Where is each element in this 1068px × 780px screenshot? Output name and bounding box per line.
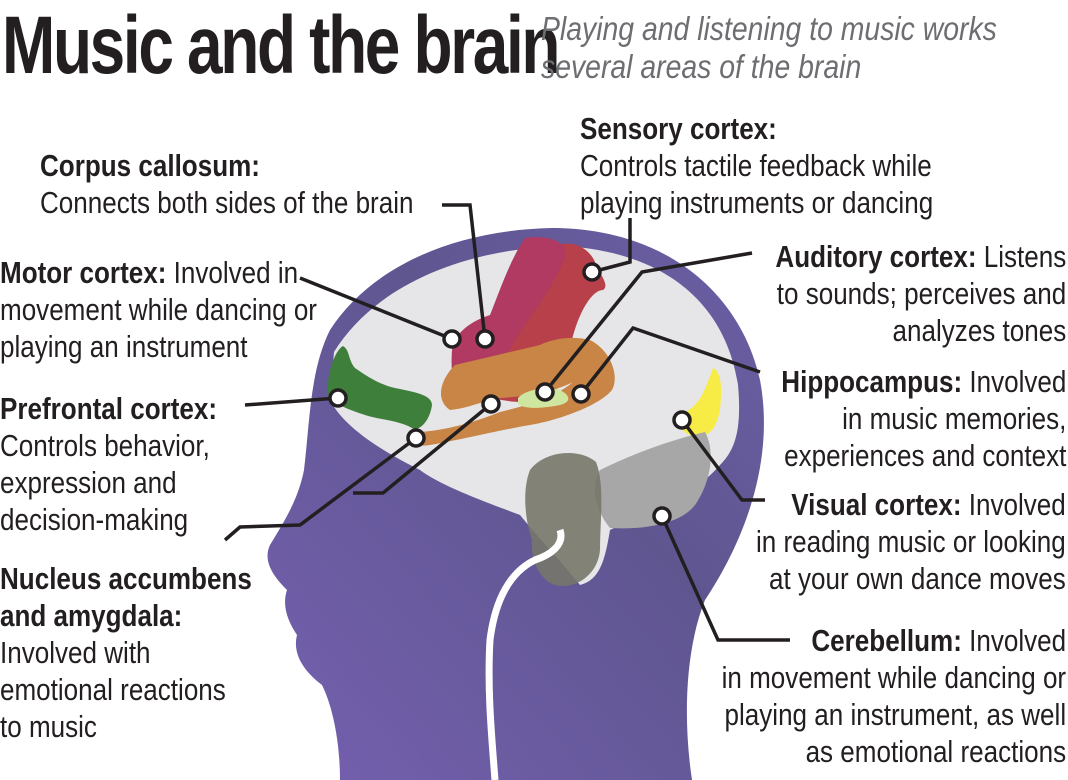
label-visual-cortex: Visual cortex: Involved in reading music…	[756, 486, 1066, 597]
label-title: and amygdala:	[0, 598, 183, 633]
label-text: playing an instrument	[0, 329, 248, 364]
label-motor-cortex: Motor cortex: Involved in movement while…	[0, 254, 317, 365]
label-text: Listens	[976, 239, 1066, 274]
label-text: Involved in	[166, 255, 299, 290]
label-text: playing instruments or dancing	[580, 185, 934, 220]
label-text: Connects both sides of the brain	[40, 185, 414, 220]
earphone-cable	[485, 528, 565, 780]
label-text: to sounds; perceives and	[776, 276, 1066, 311]
label-text: movement while dancing or	[0, 292, 317, 327]
label-hippocampus: Hippocampus: Involved in music memories,…	[781, 363, 1066, 474]
label-corpus-callosum: Corpus callosum: Connects both sides of …	[40, 147, 413, 221]
label-text: Controls tactile feedback while	[580, 148, 932, 183]
label-title: Nucleus accumbens	[0, 561, 252, 596]
subtitle: Playing and listening to music works sev…	[541, 10, 997, 86]
label-title: Hippocampus:	[780, 364, 962, 399]
label-text: expression and	[0, 465, 177, 500]
label-text: to music	[0, 709, 97, 744]
cerebellum-region	[594, 432, 711, 529]
region-markers	[328, 262, 692, 526]
label-text: playing an instrument, as well	[724, 697, 1066, 732]
label-text: in movement while dancing or	[721, 660, 1066, 695]
label-prefrontal-cortex: Prefrontal cortex: Controls behavior, ex…	[0, 390, 217, 538]
label-title: Corpus callosum:	[40, 148, 260, 183]
label-text: Involved	[961, 623, 1066, 658]
prefrontal-cortex-region	[327, 346, 432, 429]
label-nucleus-accumbens: Nucleus accumbens and amygdala: Involved…	[0, 560, 252, 745]
label-text: emotional reactions	[0, 672, 226, 707]
label-sensory-cortex: Sensory cortex: Controls tactile feedbac…	[580, 110, 933, 221]
label-text: decision-making	[0, 502, 189, 537]
subtitle-line: Playing and listening to music works	[541, 10, 997, 47]
label-title: Motor cortex:	[0, 255, 167, 290]
label-text: in reading music or looking	[756, 524, 1066, 559]
label-title: Prefrontal cortex:	[0, 391, 218, 426]
label-auditory-cortex: Auditory cortex: Listens to sounds; perc…	[775, 238, 1066, 349]
page-title: Music and the brain	[2, 0, 560, 91]
label-text: experiences and context	[783, 438, 1066, 473]
label-title: Sensory cortex:	[580, 111, 777, 146]
label-text: analyzes tones	[892, 313, 1066, 348]
label-text: Controls behavior,	[0, 428, 210, 463]
label-text: as emotional reactions	[805, 734, 1066, 769]
label-text: Involved	[961, 487, 1066, 522]
label-text: at your own dance moves	[769, 561, 1066, 596]
subtitle-line: several areas of the brain	[541, 48, 862, 85]
label-text: in music memories,	[841, 401, 1066, 436]
label-title: Auditory cortex:	[775, 239, 977, 274]
label-title: Visual cortex:	[791, 487, 962, 522]
label-cerebellum: Cerebellum: Involved in movement while d…	[722, 622, 1066, 770]
limbic-system-region	[411, 337, 615, 446]
label-text: Involved with	[0, 635, 151, 670]
label-title: Cerebellum:	[811, 623, 962, 658]
leader-lines	[223, 203, 790, 642]
label-text: Involved	[961, 364, 1066, 399]
brainstem-region	[525, 452, 602, 586]
